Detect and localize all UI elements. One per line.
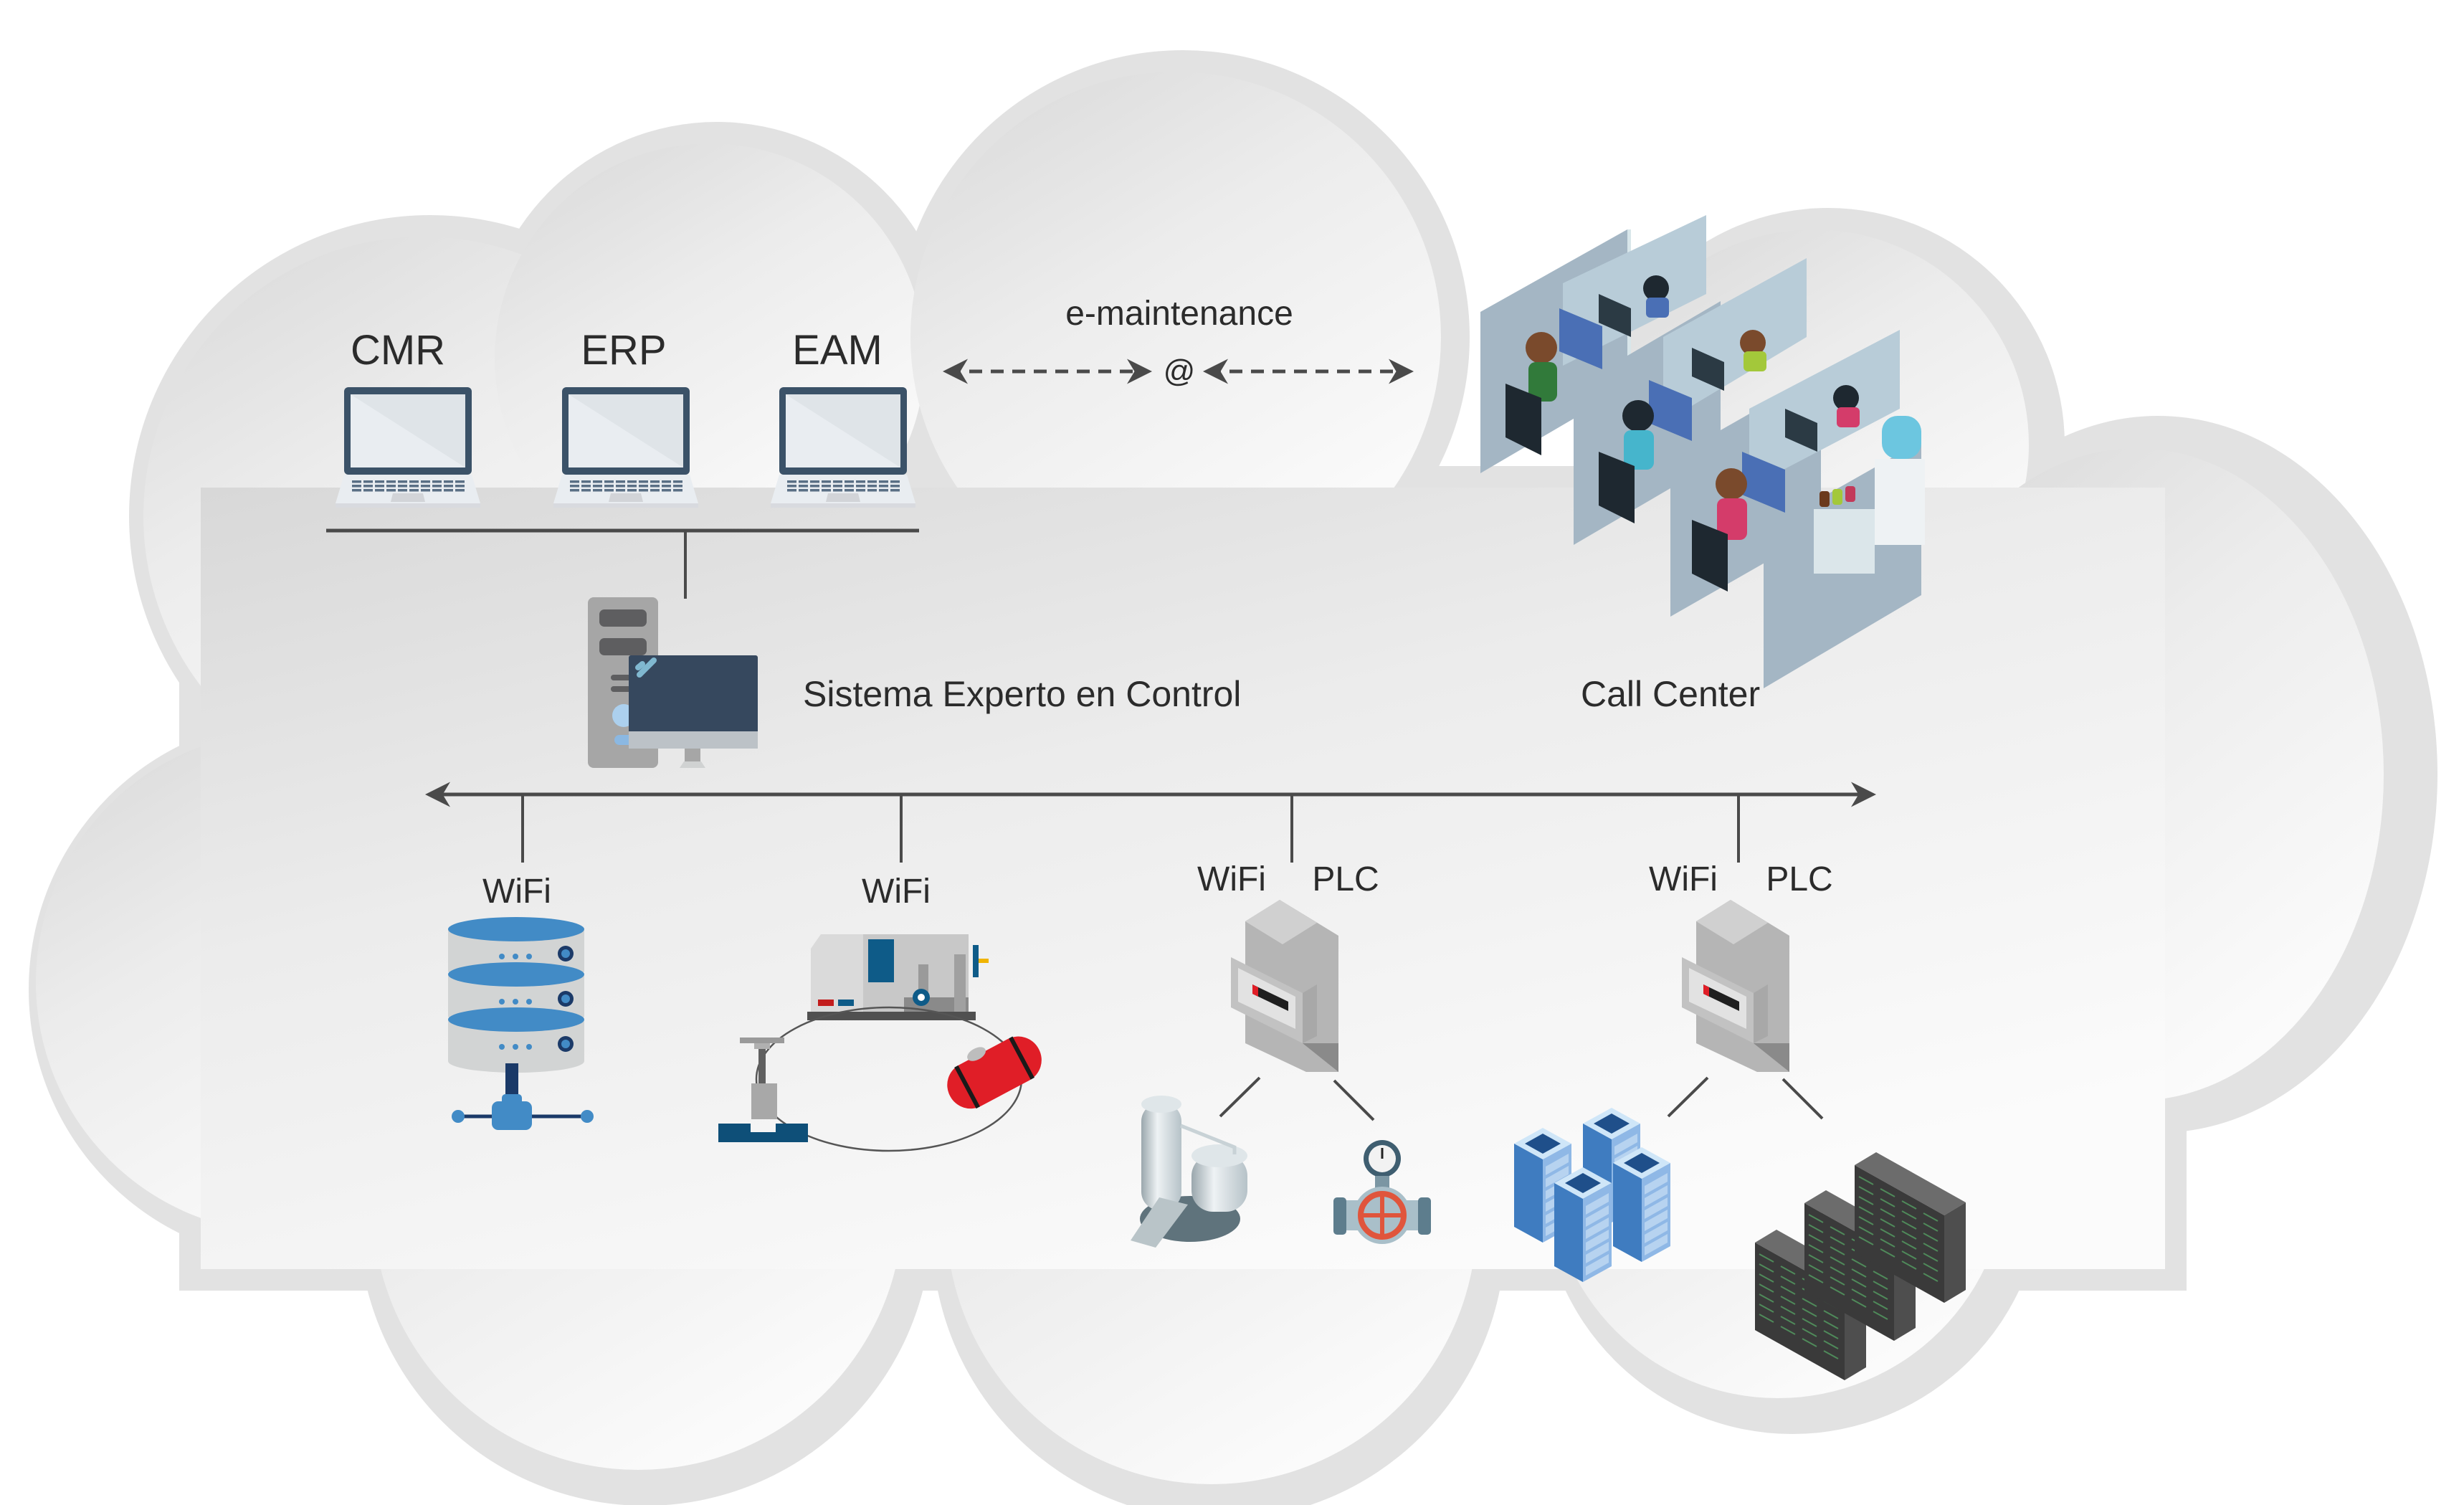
- gas-tank-icon: [947, 1036, 1042, 1109]
- desktop-tower-icon: [588, 597, 758, 768]
- plc-to-valve-line: [1333, 1079, 1375, 1121]
- plc-to-racks-line: [1782, 1078, 1824, 1120]
- node-2-wifi-label: WiFi: [862, 873, 931, 911]
- valve-gauge-icon: [1333, 1140, 1431, 1244]
- cmr-label: CMR: [351, 327, 445, 374]
- call-center-label: Call Center: [1581, 674, 1760, 714]
- node-3-wifi-label: WiFi: [1197, 860, 1266, 898]
- e-maintenance-label: e-maintenance: [1065, 295, 1293, 333]
- plc-meter-icon: [1231, 900, 1338, 1072]
- node-3-plc-label: PLC: [1312, 860, 1379, 898]
- call-center-cubicles-icon: [1480, 215, 1925, 688]
- blue-server-unit: [1613, 1147, 1670, 1262]
- node-1-wifi-label: WiFi: [482, 873, 551, 911]
- cloud-background: [29, 50, 2437, 1505]
- plc-to-tanks-line: [1219, 1076, 1261, 1118]
- laptop-icon: [553, 387, 698, 508]
- plc-meter-icon: [1682, 900, 1789, 1072]
- database-server-icon: [448, 917, 594, 1130]
- node-4-plc-label: PLC: [1766, 860, 1832, 898]
- expert-system-label: Sistema Experto en Control: [803, 674, 1241, 714]
- erp-label: ERP: [581, 327, 666, 374]
- industrial-tanks-icon: [1131, 1096, 1247, 1248]
- plc-to-servers-line: [1667, 1076, 1709, 1118]
- node-4-wifi-label: WiFi: [1649, 860, 1718, 898]
- blue-server-unit: [1554, 1167, 1612, 1282]
- laptop-icon: [336, 387, 480, 508]
- cnc-lathe-machine-icon: [807, 934, 989, 1020]
- at-symbol: @: [1164, 353, 1196, 389]
- datacenter-rack-row: [1855, 1152, 1966, 1303]
- server-racks-blue-icon: [1514, 1108, 1670, 1282]
- jack-press-icon: [718, 1038, 808, 1142]
- datacenter-racks-icon: [1755, 1152, 1966, 1380]
- eam-label: EAM: [792, 327, 883, 374]
- laptop-icon: [771, 387, 915, 508]
